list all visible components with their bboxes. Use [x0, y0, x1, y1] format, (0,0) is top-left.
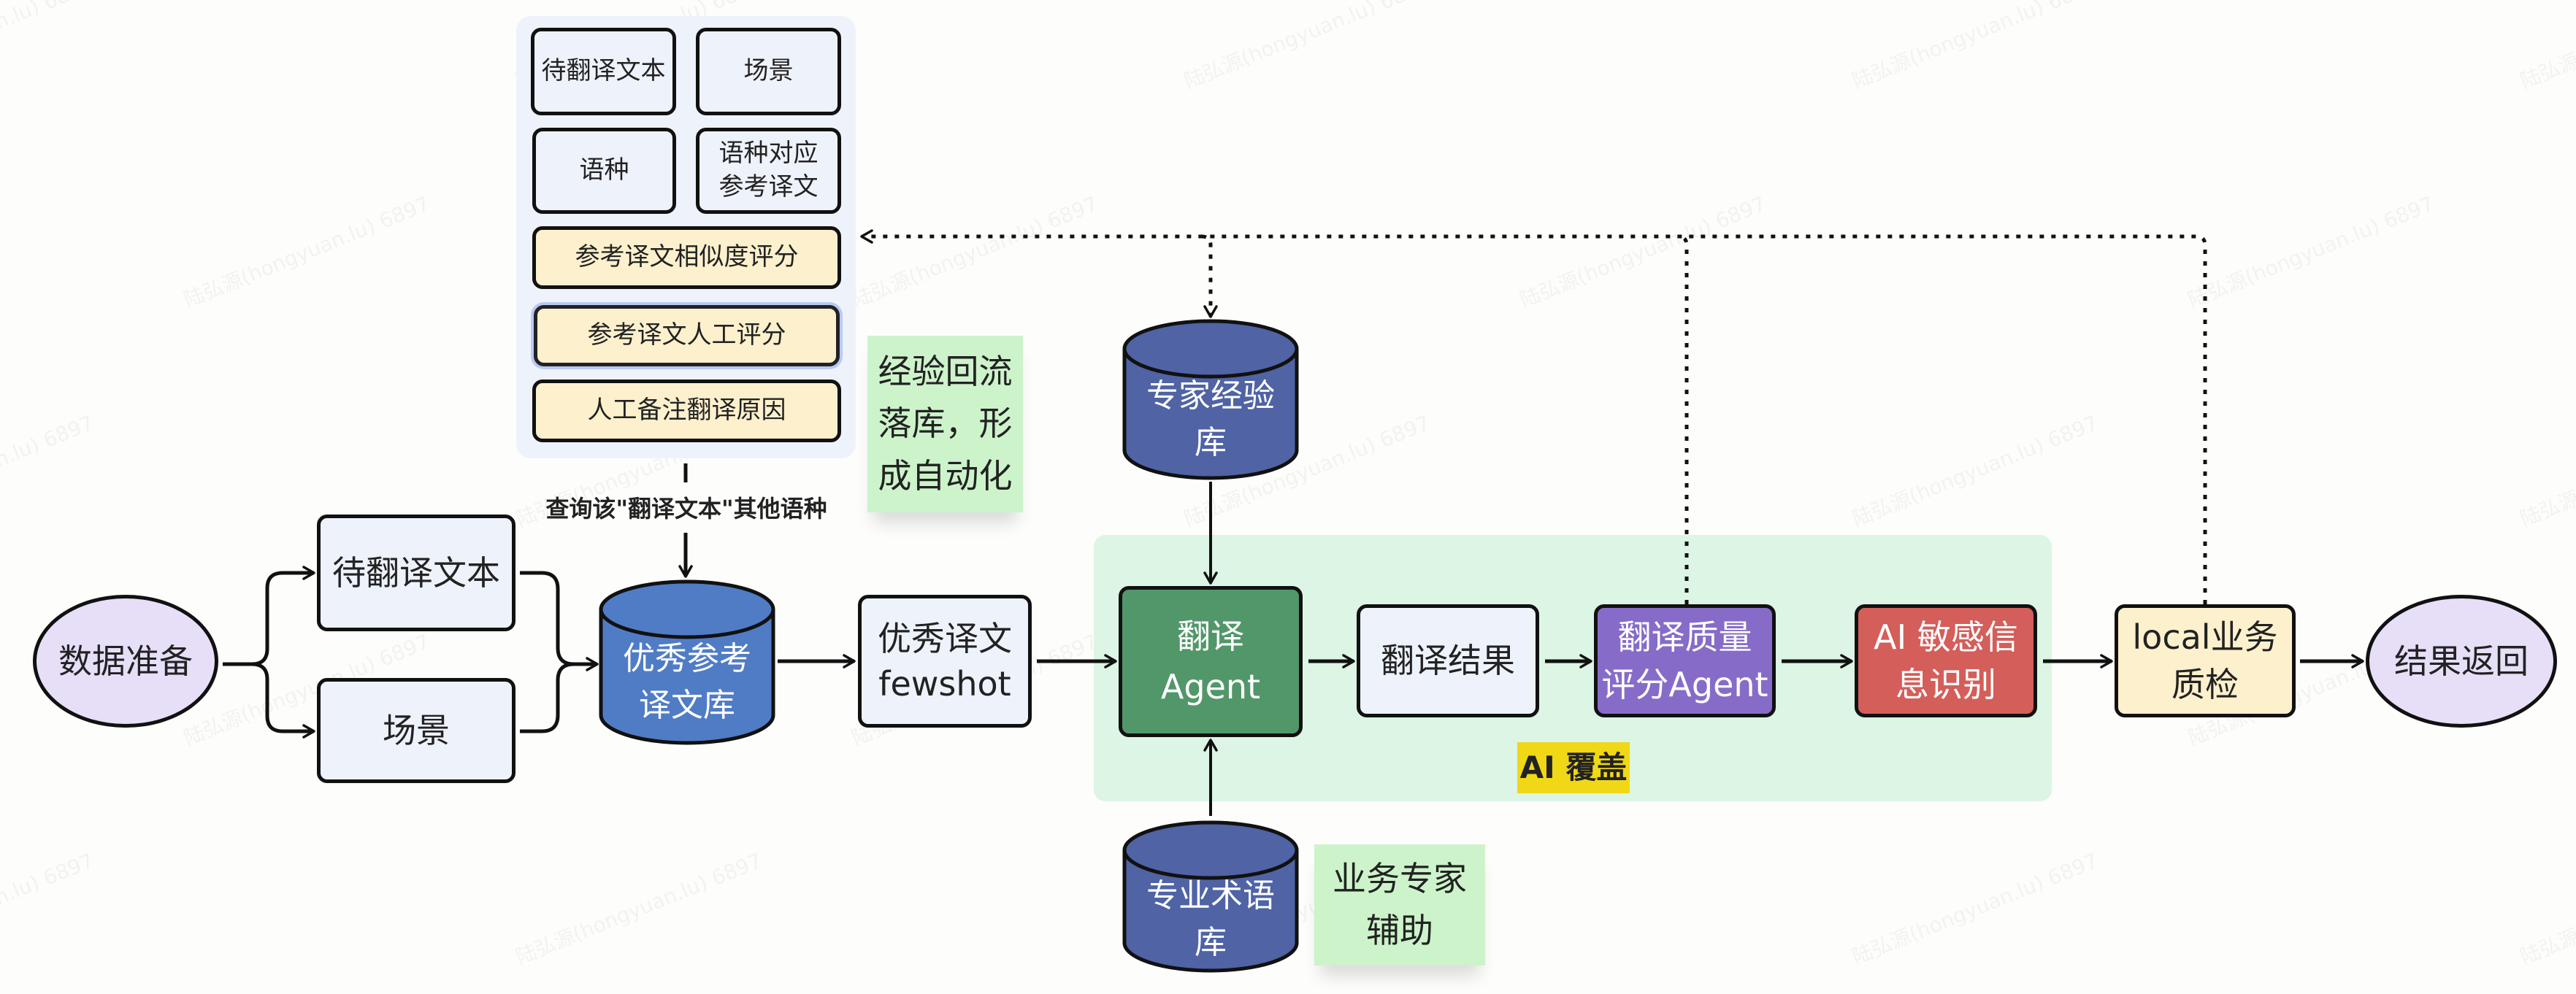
end-node: 结果返回 — [2366, 595, 2557, 728]
translation-result-node: 翻译结果 — [1357, 604, 1539, 717]
quality-agent-line2: 评分Agent — [1601, 664, 1768, 704]
query-label: 查询该"翻译文本"其他语种 — [545, 495, 827, 523]
feedback-dotted-to-expert — [1201, 234, 1218, 318]
connector-scene-to-db — [520, 662, 575, 733]
cylinder-expert-db — [1122, 319, 1299, 480]
panel-score-similarity: 参考译文相似度评分 — [532, 226, 841, 289]
local-qa-line2: 质检 — [2171, 664, 2239, 704]
connector-start-branch — [223, 566, 315, 666]
panel-score-manual: 参考译文人工评分 — [534, 305, 840, 366]
expert-db-label: 专家经验库 — [1146, 377, 1275, 461]
scene-input-node: 场景 — [317, 678, 515, 783]
quality-agent-line1: 翻译质量 — [1617, 617, 1752, 658]
sensitive-line2: 息识别 — [1895, 664, 1996, 704]
connector-text-to-db — [520, 571, 599, 671]
translate-agent-node: 翻译 Agent — [1119, 586, 1303, 737]
reference-db-label: 优秀参考译文库 — [623, 640, 751, 724]
feedback-dotted-line — [860, 229, 2207, 604]
cylinder-reference-db — [599, 579, 775, 745]
ai-coverage-label: AI 覆盖 — [1517, 742, 1630, 793]
panel-field-scene: 场景 — [696, 28, 841, 115]
term-db-label: 专业术语库 — [1146, 877, 1275, 961]
local-qa-node: local业务 质检 — [2115, 604, 2296, 717]
feedback-dotted-quality — [1677, 234, 1689, 604]
text-input-node: 待翻译文本 — [317, 515, 515, 631]
panel-field-text: 待翻译文本 — [531, 28, 676, 115]
fewshot-node: 优秀译文fewshot — [858, 595, 1032, 728]
quality-agent-node: 翻译质量 评分Agent — [1594, 604, 1776, 717]
sensitive-info-node: AI 敏感信 息识别 — [1855, 604, 2037, 717]
connector-start-branch-lower — [251, 662, 315, 739]
translate-agent-line2: Agent — [1160, 666, 1261, 706]
expert-assist-note: 业务专家辅助 — [1314, 844, 1485, 966]
panel-field-reference: 语种对应参考译文 — [696, 128, 841, 214]
panel-manual-notes: 人工备注翻译原因 — [532, 380, 841, 442]
sensitive-line1: AI 敏感信 — [1874, 617, 2018, 658]
panel-field-language: 语种 — [532, 128, 676, 214]
ai-coverage-area — [1094, 535, 2052, 801]
local-qa-line1: local业务 — [2132, 617, 2278, 658]
start-node: 数据准备 — [33, 595, 218, 728]
translate-agent-line1: 翻译 — [1177, 616, 1244, 656]
cylinder-term-db — [1122, 820, 1299, 973]
experience-note: 经验回流落库，形成自动化 — [867, 336, 1023, 512]
